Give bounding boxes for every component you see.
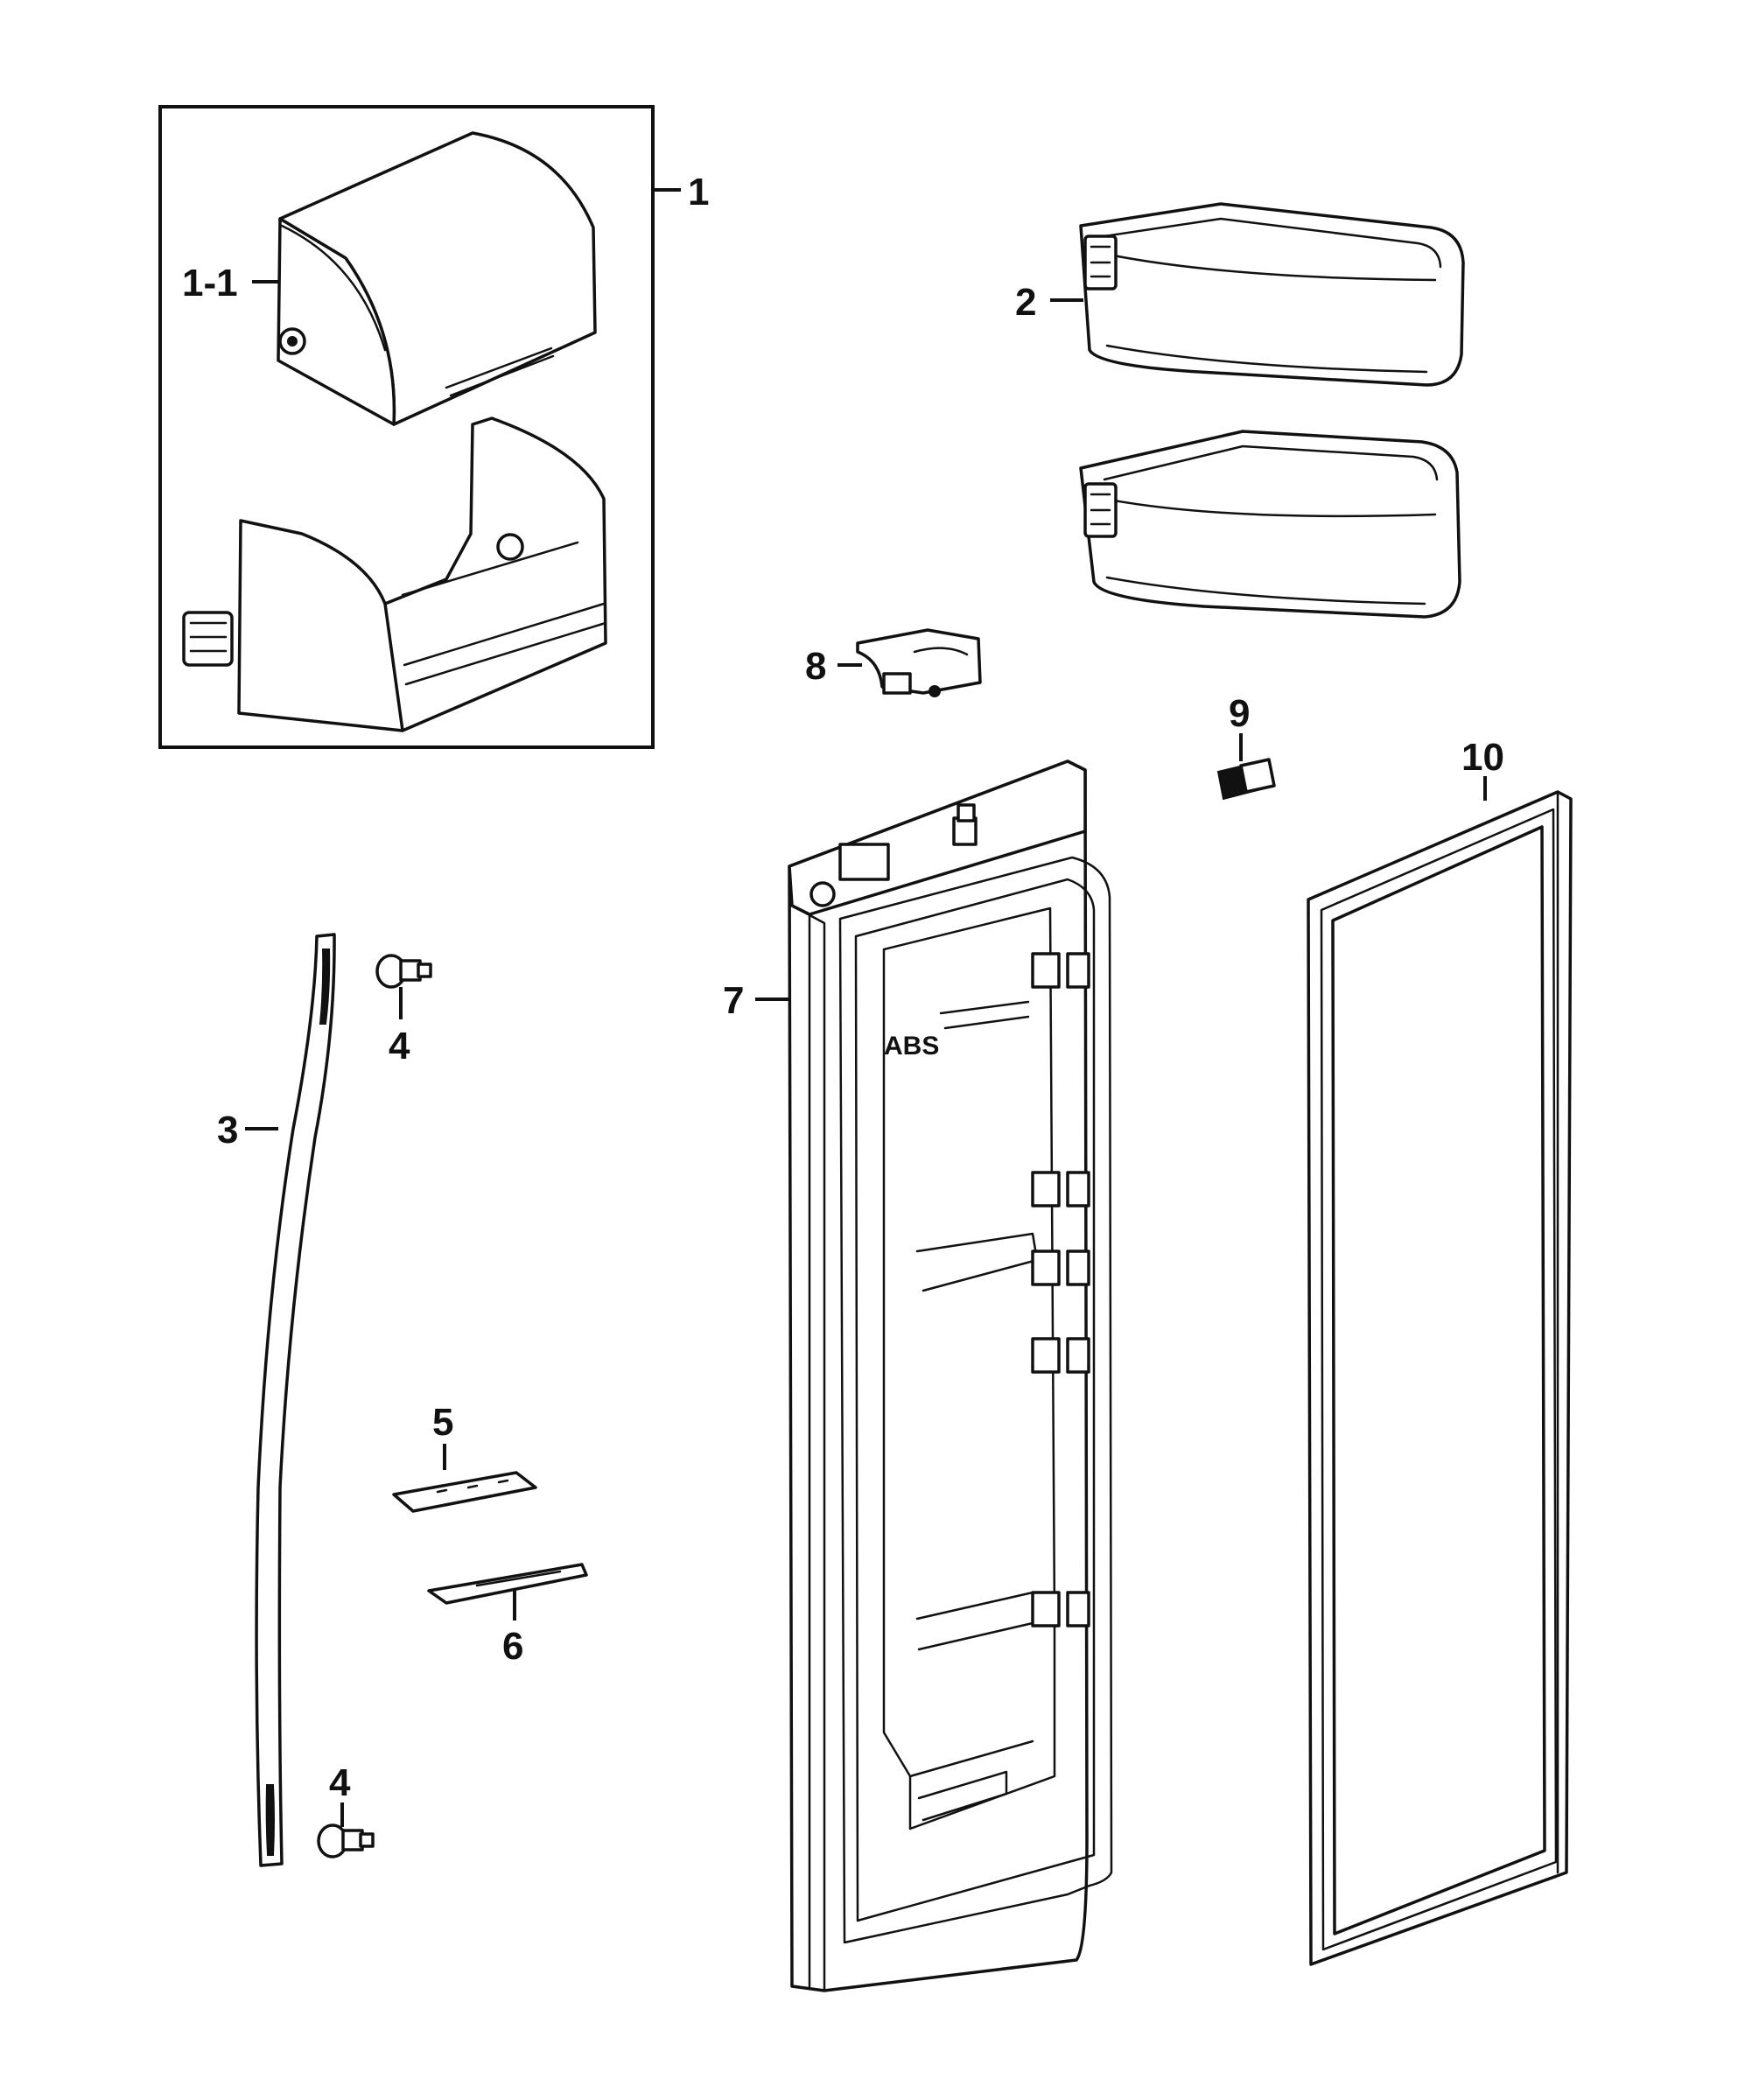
part-5-cover-plate[interactable] — [392, 1471, 537, 1513]
callout-4-upper: 4 — [389, 1025, 410, 1068]
callout-3: 3 — [217, 1109, 238, 1152]
part-7-door-assembly[interactable]: ABS — [788, 760, 1113, 1992]
callout-8: 8 — [805, 645, 826, 688]
callout-labels: 1 1-1 2 3 4 4 5 6 7 8 9 10 — [182, 171, 1504, 1804]
part-2-door-bin-lower[interactable] — [1079, 430, 1461, 619]
part-8-guide-clip[interactable] — [856, 628, 982, 697]
callout-2: 2 — [1015, 281, 1036, 324]
callout-9: 9 — [1229, 692, 1250, 735]
callout-6: 6 — [502, 1625, 523, 1668]
part-9-switch[interactable] — [1216, 758, 1276, 801]
part-1-assembly-box — [158, 105, 655, 749]
callout-10: 10 — [1461, 736, 1504, 779]
part-10-door-gasket[interactable] — [1307, 790, 1573, 1966]
part-6-slot-insert[interactable] — [427, 1563, 588, 1605]
part-4-screw-lower[interactable] — [317, 1824, 375, 1858]
part-1-1-bin-cover[interactable] — [277, 131, 597, 426]
part-1-bin-body[interactable] — [182, 416, 607, 732]
part-4-screw-upper[interactable] — [375, 954, 432, 989]
callout-4-lower: 4 — [329, 1761, 351, 1804]
part-3-door-handle[interactable] — [255, 933, 336, 1867]
door-liner-mark: ABS — [884, 1032, 939, 1060]
callout-1: 1 — [688, 171, 709, 214]
callout-1-1: 1-1 — [182, 262, 238, 304]
callout-7: 7 — [723, 979, 744, 1022]
part-2-door-bin-upper[interactable] — [1079, 202, 1465, 387]
callout-5: 5 — [432, 1401, 453, 1444]
leader-lines — [245, 188, 1487, 1827]
